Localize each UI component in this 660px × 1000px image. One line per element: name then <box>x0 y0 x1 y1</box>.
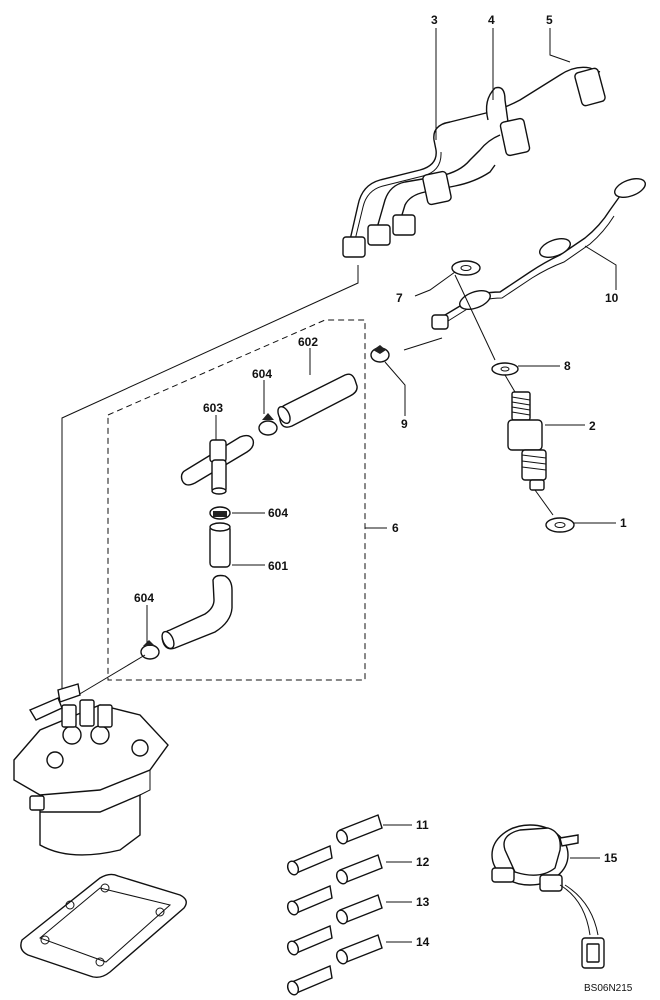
callout-14: 14 <box>416 935 430 949</box>
hose-clip-604 <box>140 640 160 660</box>
washer-7 <box>451 260 481 276</box>
callout-labels: 3 4 5 7 10 602 604 603 9 8 2 604 6 601 6… <box>134 13 627 949</box>
callout-6: 6 <box>392 521 399 535</box>
callout-4: 4 <box>488 13 495 27</box>
callout-13: 13 <box>416 895 430 909</box>
hose-clip-9 <box>370 345 390 363</box>
bent-hose <box>161 574 233 650</box>
callout-12: 12 <box>416 855 430 869</box>
hose-602 <box>277 373 358 428</box>
callout-15: 15 <box>604 851 618 865</box>
hose-clip-604 <box>209 506 231 520</box>
washer-1 <box>545 517 575 533</box>
callout-3: 3 <box>431 13 438 27</box>
injection-nozzle <box>507 391 547 491</box>
callout-604-upper: 604 <box>252 367 272 381</box>
figure-code: BS06N215 <box>584 983 633 994</box>
callout-5: 5 <box>546 13 553 27</box>
callout-602: 602 <box>298 335 318 349</box>
washer-8 <box>491 362 519 376</box>
hose-601 <box>209 522 231 568</box>
hose-kit-12 <box>286 854 383 916</box>
tee-fitting-603 <box>180 434 255 495</box>
callout-604-middle: 604 <box>268 506 288 520</box>
leader-lines <box>61 28 617 943</box>
callout-603: 603 <box>203 401 223 415</box>
callout-8: 8 <box>564 359 571 373</box>
hose-kit-13 <box>286 894 383 956</box>
pump-gasket <box>20 873 187 979</box>
fuel-cut-solenoid <box>491 824 605 969</box>
callout-1: 1 <box>620 516 627 530</box>
pipe-nut <box>342 214 416 258</box>
injection-pump <box>13 683 169 856</box>
hose-clip-604 <box>258 413 278 436</box>
callout-604-lower: 604 <box>134 591 154 605</box>
fuel-return-pipe <box>431 178 646 330</box>
callout-2: 2 <box>589 419 596 433</box>
callout-10: 10 <box>605 291 619 305</box>
callout-9: 9 <box>401 417 408 431</box>
callout-11: 11 <box>416 818 429 832</box>
callout-601: 601 <box>268 559 288 573</box>
hose-kit-14 <box>286 934 383 996</box>
hose-kit-11 <box>286 814 383 876</box>
injection-pipe-assembly <box>342 66 606 258</box>
callout-7: 7 <box>396 291 403 305</box>
